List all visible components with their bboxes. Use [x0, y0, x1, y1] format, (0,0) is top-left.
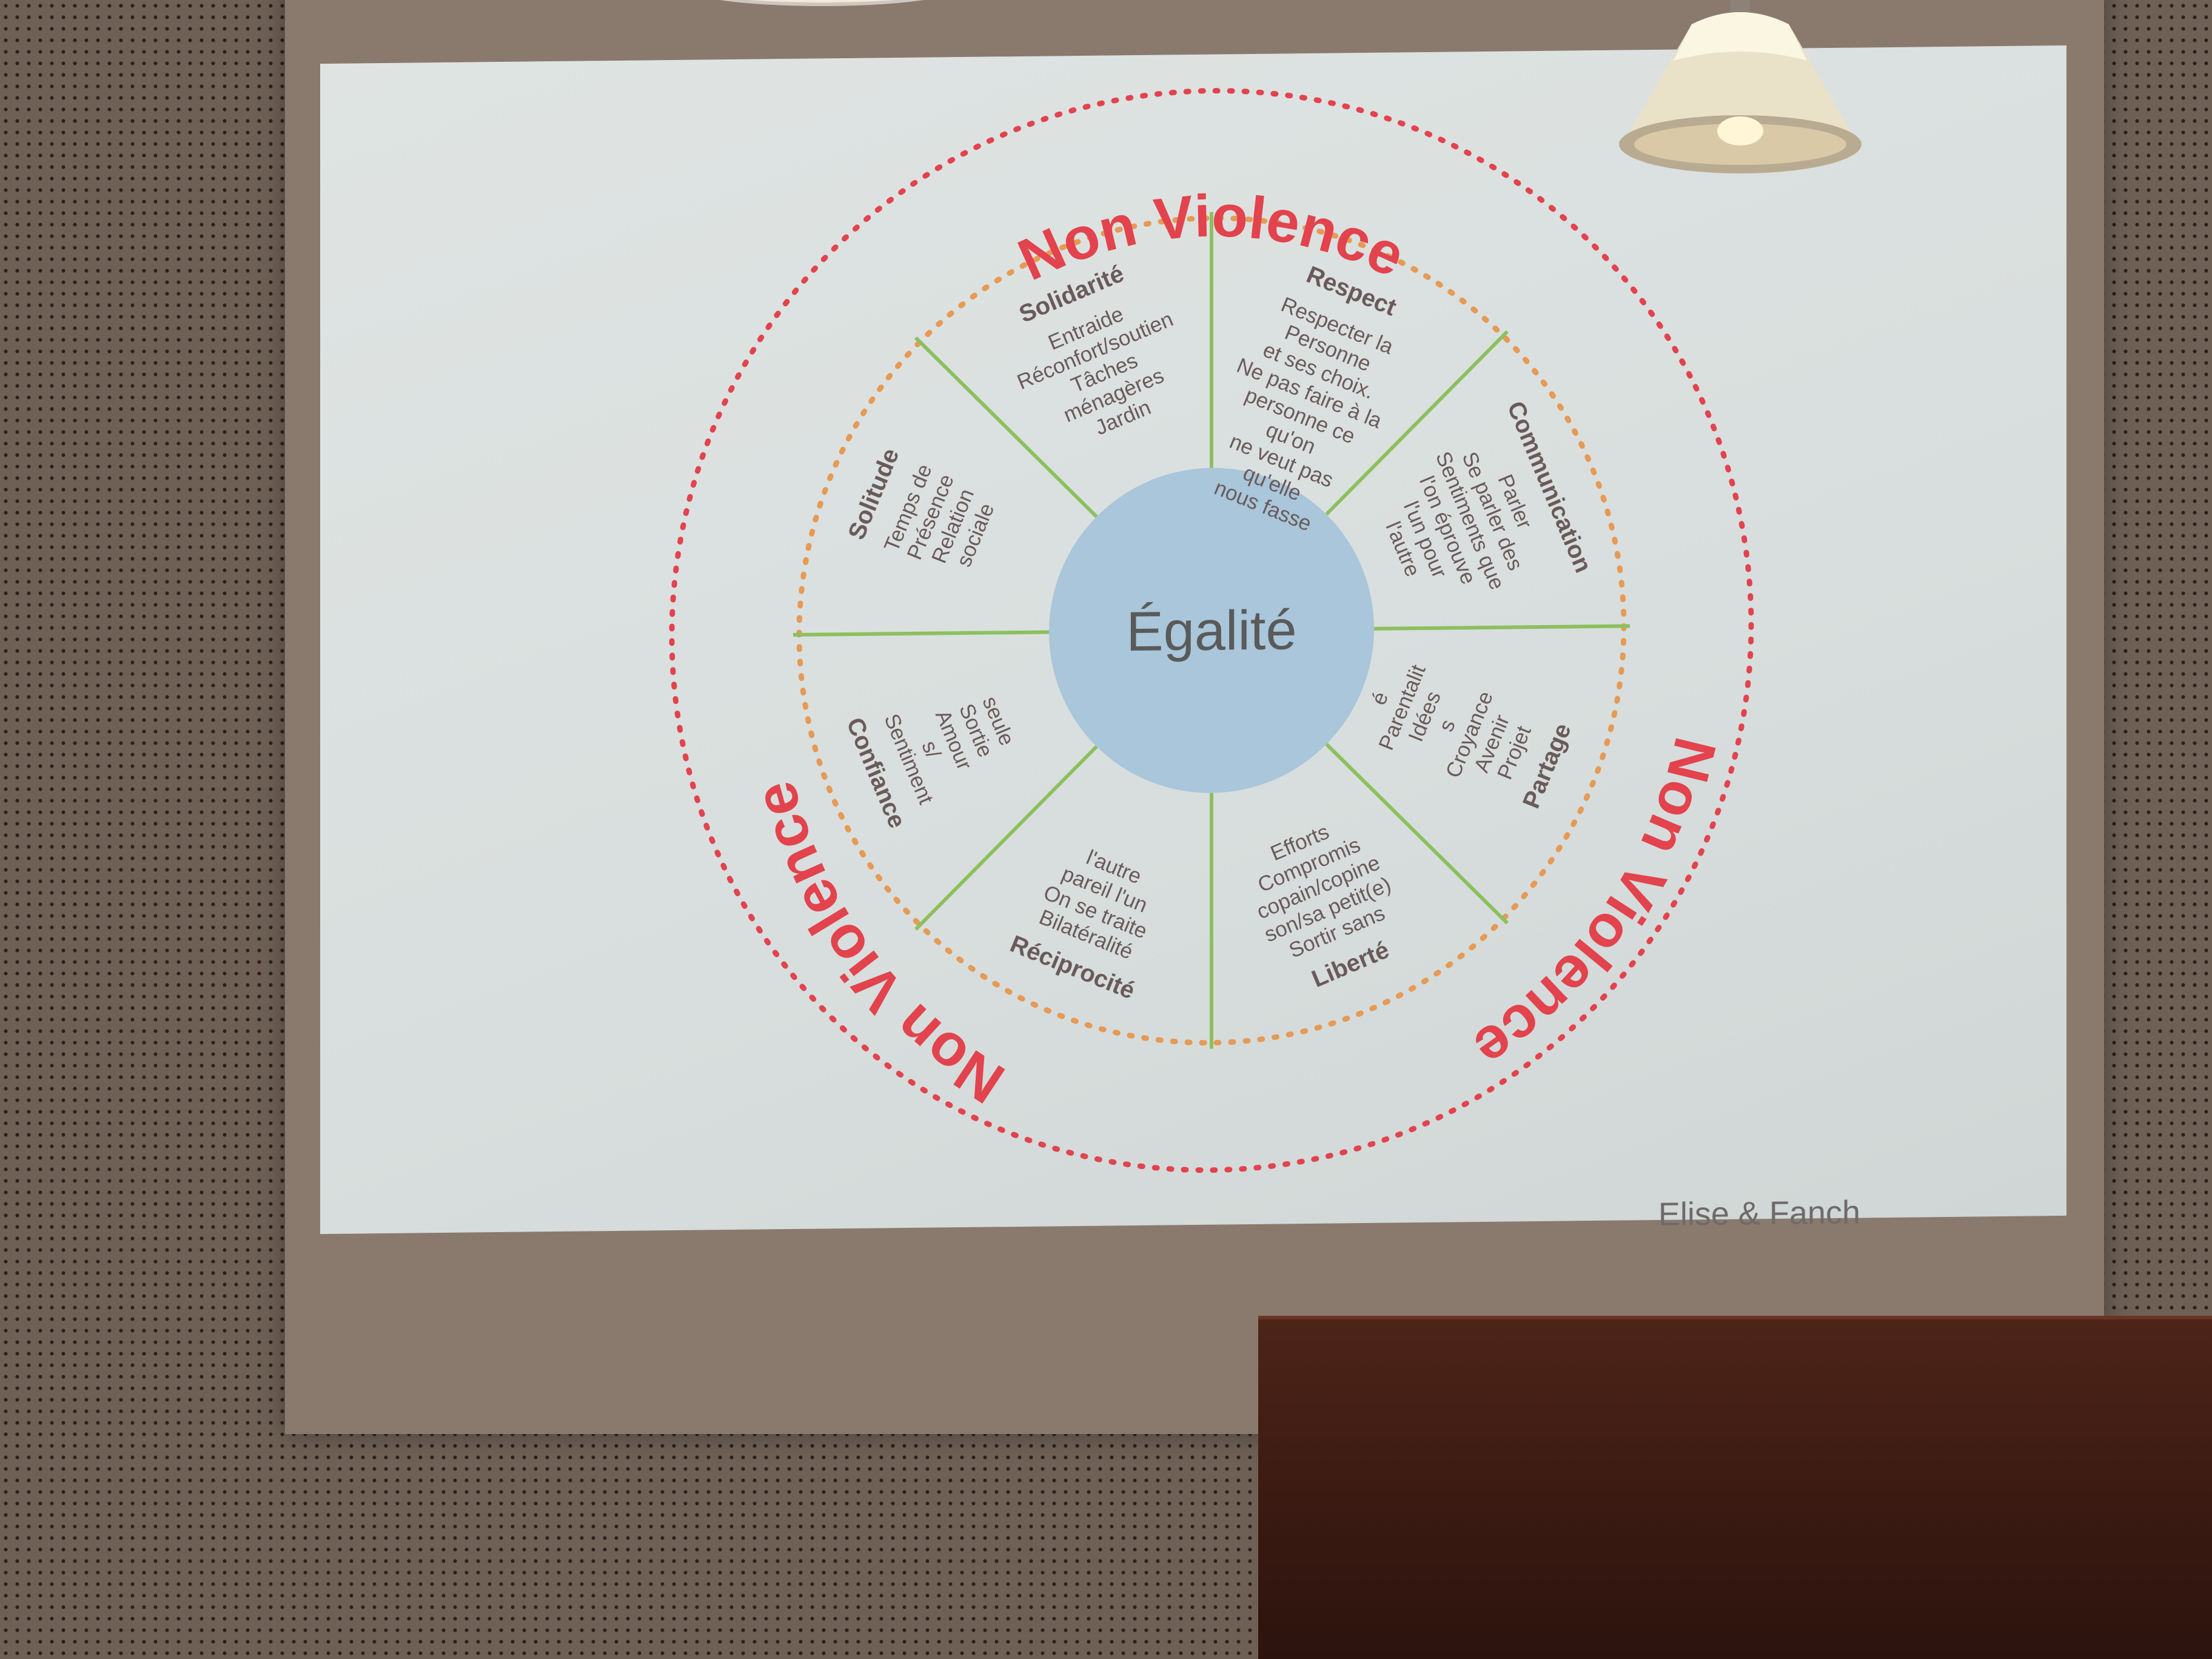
- outer-label-left-text: Non Violence: [740, 773, 1016, 1119]
- segment-divider: [1325, 330, 1509, 516]
- segment-divider: [914, 336, 1098, 518]
- relationship-wheel-diagram: Égalité Non Violence Non Violence Non Vi…: [669, 88, 1754, 1173]
- projected-slide: Égalité Non Violence Non Violence Non Vi…: [320, 45, 2066, 1235]
- outer-dotted-circle: [669, 88, 1754, 1173]
- center-circle: [1049, 468, 1374, 793]
- segment-3: PartageProjetAvenirCroyancesIdéesParenta…: [1367, 662, 1577, 813]
- segment-8: SolidaritéEntraideRéconfort/soutienTâche…: [1014, 260, 1176, 440]
- segment-item: é: [1367, 688, 1393, 708]
- ceiling-lamp-right: [1619, 0, 1862, 173]
- outer-label-right-text: Non Violence: [1463, 731, 1729, 1082]
- center-label: Égalité: [1126, 599, 1296, 663]
- segment-dividers: [793, 212, 1630, 1049]
- segment-item: s: [1434, 716, 1460, 735]
- wooden-podium: [1258, 1316, 2212, 1659]
- outer-label-right: Non Violence: [1463, 731, 1729, 1082]
- slide-credit: Elise & Fanch: [1658, 1194, 1860, 1233]
- outer-label-left: Non Violence: [740, 773, 1016, 1119]
- segment-divider: [1374, 624, 1630, 631]
- ceiling-lamp-left: [720, 0, 923, 6]
- segment-divider: [914, 745, 1098, 931]
- segment-divider: [793, 630, 1049, 637]
- segment-divider: [1325, 743, 1509, 925]
